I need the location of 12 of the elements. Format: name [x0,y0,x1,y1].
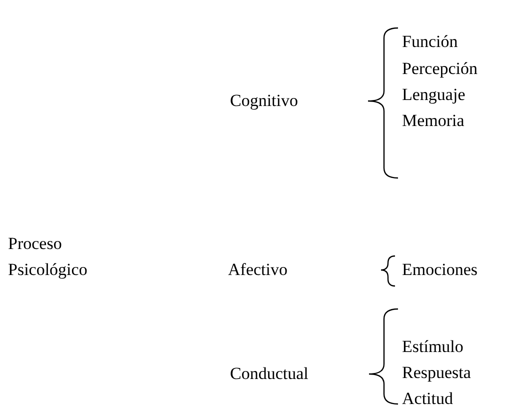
item-label: Estímulo [402,336,464,358]
item-label: Respuesta [402,362,471,384]
item-label: Memoria [402,110,464,132]
root-label: Proceso Psicológico [8,233,88,281]
category-label: Conductual [230,363,308,385]
category-label: Afectivo [228,259,288,281]
item-label: Lenguaje [402,84,466,106]
item-label: Emociones [402,259,478,281]
item-label: Percepción [402,58,478,80]
item-label: Actitud [402,388,453,406]
category-label: Cognitivo [230,90,298,112]
item-label: Función [402,31,458,53]
